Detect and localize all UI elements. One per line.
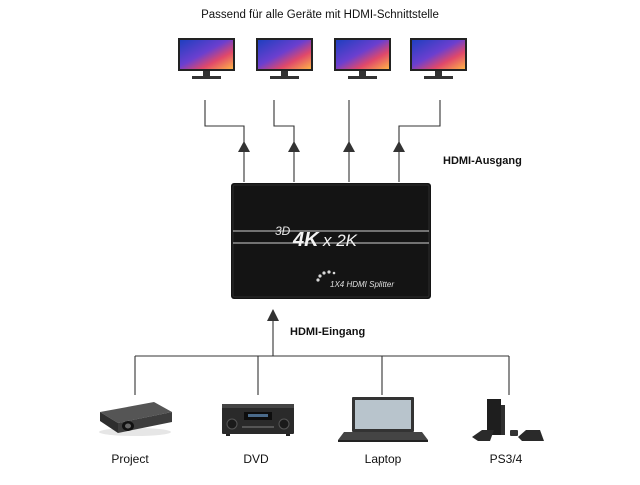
game-console-icon bbox=[472, 399, 544, 441]
monitor-3 bbox=[334, 38, 391, 79]
hdmi-output-label: HDMI-Ausgang bbox=[443, 155, 522, 167]
source-label-laptop: Laptop bbox=[364, 452, 402, 466]
source-lines bbox=[134, 355, 510, 395]
monitor-1 bbox=[178, 38, 235, 79]
projector-icon bbox=[99, 402, 172, 436]
source-label-dvd: DVD bbox=[243, 452, 269, 466]
badge-4k: 4K bbox=[292, 229, 320, 251]
hdmi-input-label: HDMI-Eingang bbox=[290, 326, 366, 338]
hdmi-splitter-device: 3D 4K x 2K 1X4 HDMI Splitter bbox=[231, 183, 431, 299]
input-line bbox=[267, 309, 279, 356]
monitor-4 bbox=[410, 38, 467, 79]
badge-3d: 3D bbox=[275, 224, 291, 238]
led-indicator-dots bbox=[316, 270, 336, 282]
splitter-model-label: 1X4 HDMI Splitter bbox=[330, 280, 394, 289]
monitor-2 bbox=[256, 38, 313, 79]
badge-x2k: x 2K bbox=[322, 231, 358, 250]
output-lines bbox=[204, 100, 441, 182]
diagram-title: Passend für alle Geräte mit HDMI-Schnitt… bbox=[201, 9, 439, 21]
source-label-ps: PS3/4 bbox=[489, 452, 523, 466]
dvd-player-icon bbox=[222, 404, 294, 436]
output-arrowheads bbox=[238, 141, 405, 152]
source-label-project: Project bbox=[111, 452, 149, 466]
laptop-icon bbox=[338, 397, 428, 442]
